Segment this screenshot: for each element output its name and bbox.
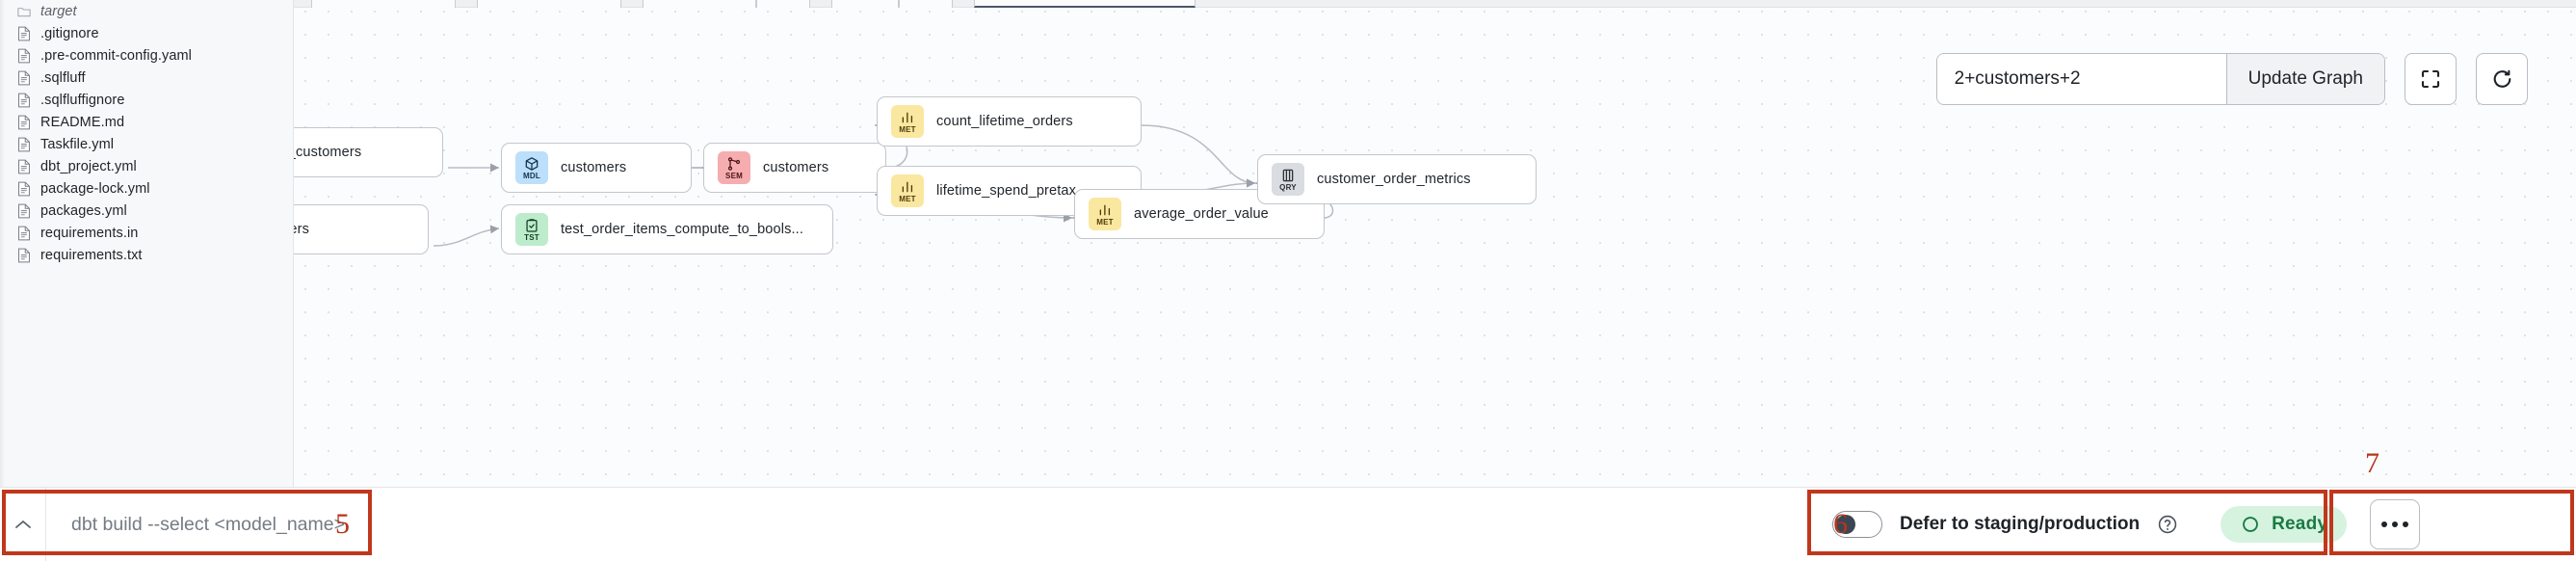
graph-node-label: count_lifetime_orders — [936, 114, 1073, 129]
folder-icon — [17, 4, 31, 19]
graph-node-label: orders — [294, 222, 309, 237]
fullscreen-icon[interactable] — [2405, 53, 2457, 105]
dbt-command-input[interactable] — [46, 488, 1809, 561]
file-tree: target .gitignore .pre-commit-config.yam… — [0, 0, 293, 266]
graph-node-label: test_order_items_compute_to_bools... — [561, 222, 804, 237]
selector-group: Update Graph — [1935, 53, 2385, 105]
file-tree-item-label: dbt_project.yml — [40, 158, 137, 174]
graph-node-label: customer_order_metrics — [1317, 172, 1471, 187]
graph-node[interactable]: TST test_order_items_compute_to_bools... — [501, 204, 833, 254]
file-tree-item-label: requirements.txt — [40, 247, 143, 263]
file-tree-item[interactable]: dbt_project.yml — [0, 155, 293, 177]
file-tree-item[interactable]: packages.yml — [0, 200, 293, 222]
file-tree-item[interactable]: README.md — [0, 111, 293, 133]
file-tree-item[interactable]: .gitignore — [0, 22, 293, 44]
file-tree-item[interactable]: Taskfile.yml — [0, 133, 293, 155]
file-icon — [17, 226, 31, 241]
file-tree-item-label: .gitignore — [40, 25, 99, 41]
graph-node[interactable]: MET count_lifetime_orders — [877, 96, 1142, 147]
graph-node[interactable]: orders — [294, 204, 429, 254]
file-tree-item-label: target — [40, 3, 77, 19]
file-icon — [17, 48, 31, 64]
file-icon — [17, 26, 31, 41]
editor-tab-active[interactable] — [974, 0, 1196, 8]
editor-tab[interactable] — [831, 0, 899, 8]
node-type-label: MDL — [523, 171, 540, 180]
editor-tab[interactable] — [899, 0, 953, 8]
ellipsis-icon[interactable] — [2370, 499, 2421, 549]
graph-node[interactable]: MDL customers — [501, 143, 692, 193]
bar-chart-icon: MET — [1089, 198, 1121, 230]
editor-tab[interactable] — [311, 0, 456, 8]
editor-tab[interactable] — [756, 0, 810, 8]
file-tree-item[interactable]: requirements.in — [0, 222, 293, 244]
file-icon — [17, 181, 31, 197]
bottom-status-bar: Defer to staging/production Ready — [0, 487, 2576, 561]
file-tree-item-label: .sqlfluff — [40, 69, 86, 86]
file-icon — [17, 203, 31, 219]
node-type-label: MET — [1096, 217, 1114, 227]
update-graph-button[interactable]: Update Graph — [2225, 54, 2384, 104]
semantic-icon: SEM — [718, 151, 750, 184]
file-icon — [17, 248, 31, 263]
file-tree-item[interactable]: .sqlfluff — [0, 67, 293, 89]
file-icon — [17, 93, 31, 108]
graph-node-label: stg_customers — [294, 145, 362, 160]
graph-node-label: lifetime_spend_pretax — [936, 183, 1077, 199]
editor-tabstrip — [294, 0, 2576, 8]
sidebar-scroll-shadow — [0, 0, 5, 487]
node-type-label: MET — [899, 124, 916, 134]
file-tree-item-label: README.md — [40, 114, 125, 130]
file-icon — [17, 115, 31, 130]
defer-toggle[interactable] — [1832, 511, 1882, 538]
graph-node[interactable]: QRY customer_order_metrics — [1257, 154, 1537, 204]
file-explorer-sidebar: target .gitignore .pre-commit-config.yam… — [0, 0, 294, 487]
query-icon: QRY — [1272, 163, 1304, 196]
editor-tab[interactable] — [643, 0, 756, 8]
file-tree-item[interactable]: requirements.txt — [0, 244, 293, 266]
file-icon — [17, 70, 31, 86]
editor-tab[interactable] — [477, 0, 621, 8]
graph-node-label: customers — [561, 160, 627, 175]
node-type-label: MET — [899, 194, 916, 203]
clipboard-check-icon: TST — [515, 213, 548, 246]
file-tree-item[interactable]: .sqlfluffignore — [0, 89, 293, 111]
node-type-label: TST — [524, 232, 539, 242]
graph-node[interactable]: SEM customers — [703, 143, 886, 193]
node-type-label: QRY — [1279, 182, 1297, 192]
graph-toolbar: Update Graph — [1935, 53, 2528, 105]
defer-label: Defer to staging/production — [1900, 514, 2141, 534]
toggle-knob — [1836, 514, 1855, 534]
file-tree-item-label: .sqlfluffignore — [40, 92, 125, 108]
file-tree-item[interactable]: .pre-commit-config.yaml — [0, 44, 293, 67]
dbt-selector-input[interactable] — [1936, 54, 2226, 104]
file-tree-item-label: packages.yml — [40, 202, 127, 219]
node-type-label: SEM — [725, 171, 743, 180]
file-tree-item-label: requirements.in — [40, 225, 139, 241]
status-badge-label: Ready — [2272, 514, 2328, 534]
file-tree-item[interactable]: package-lock.yml — [0, 177, 293, 200]
file-icon — [17, 159, 31, 174]
graph-node-label: average_order_value — [1134, 206, 1269, 222]
bar-chart-icon: MET — [891, 174, 924, 207]
file-tree-item-label: package-lock.yml — [40, 180, 150, 197]
file-icon — [17, 137, 31, 152]
cube-icon: MDL — [515, 151, 548, 184]
chevron-up-icon[interactable] — [0, 488, 46, 561]
status-badge[interactable]: Ready — [2221, 506, 2348, 543]
graph-node-label: customers — [763, 160, 829, 175]
graph-node[interactable]: stg_customers — [294, 127, 443, 177]
refresh-icon[interactable] — [2476, 53, 2528, 105]
defer-toggle-group: Defer to staging/production — [1809, 511, 2178, 538]
bar-chart-icon: MET — [891, 105, 924, 138]
file-tree-item[interactable]: target — [0, 0, 293, 22]
file-tree-item-label: .pre-commit-config.yaml — [40, 47, 192, 64]
help-circle-icon[interactable] — [2157, 514, 2178, 535]
file-tree-item-label: Taskfile.yml — [40, 136, 115, 152]
